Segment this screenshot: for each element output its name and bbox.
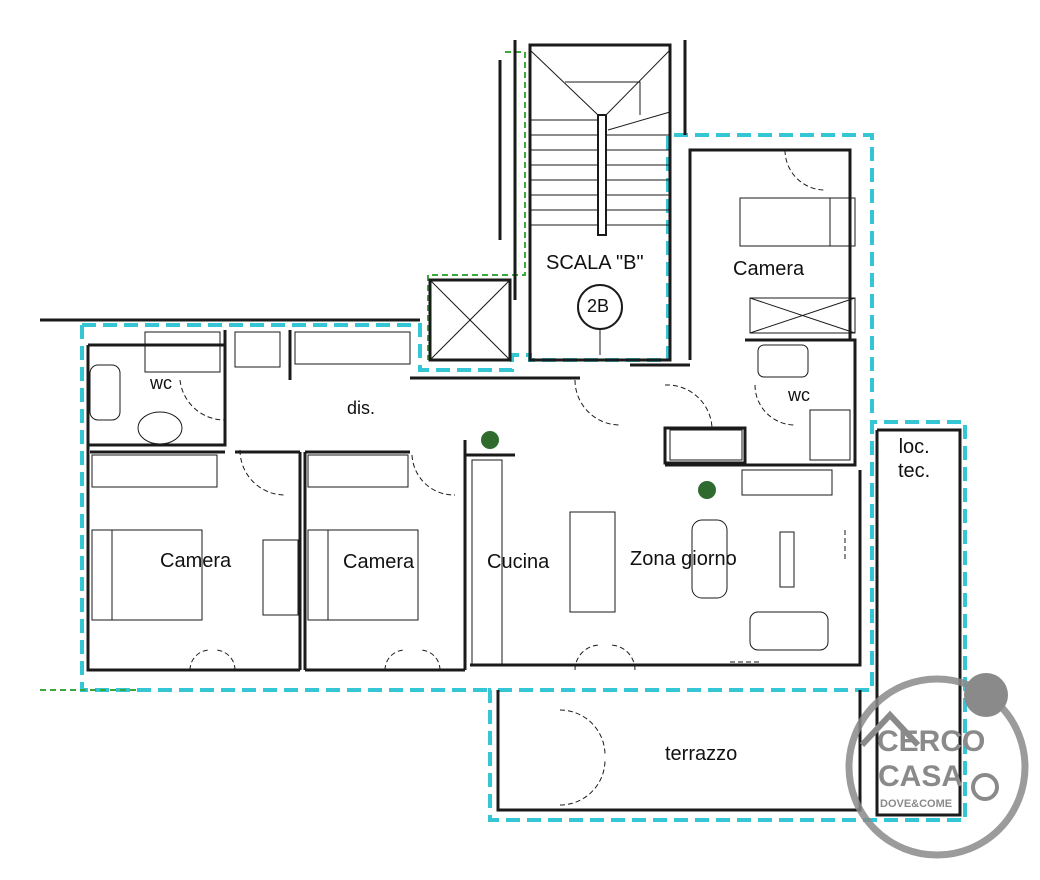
logo-graphic xyxy=(845,673,1029,859)
logo-line2: CASA xyxy=(878,760,964,793)
label-loc-tec: loc. tec. xyxy=(898,435,930,483)
stair-treads xyxy=(529,49,671,236)
label-scala-badge: 2B xyxy=(587,296,610,316)
label-dis: dis. xyxy=(347,398,376,418)
common-area-lines xyxy=(40,51,526,691)
walls xyxy=(40,40,962,817)
label-wc-right: wc xyxy=(788,385,810,405)
label-cucina: Cucina xyxy=(487,551,550,573)
label-camera-mid: Camera xyxy=(343,551,415,573)
logo-tagline: DOVE&COME xyxy=(880,798,953,810)
door-swings xyxy=(179,149,846,806)
label-scala: SCALA "B" xyxy=(546,252,644,274)
apartment-boundary xyxy=(80,133,967,822)
furniture xyxy=(89,197,856,666)
label-camera-top: Camera xyxy=(733,258,805,280)
label-loc-tec-line1: loc. xyxy=(898,436,930,458)
label-terrazzo: terrazzo xyxy=(665,743,738,765)
label-loc-tec-line2: tec. xyxy=(898,460,931,482)
label-zona-giorno: Zona giorno xyxy=(630,548,737,570)
label-wc-left: wc xyxy=(150,373,172,393)
logo-line1: CERCO xyxy=(877,725,986,758)
plant-icon xyxy=(481,431,716,499)
label-camera-left: Camera xyxy=(160,550,232,572)
